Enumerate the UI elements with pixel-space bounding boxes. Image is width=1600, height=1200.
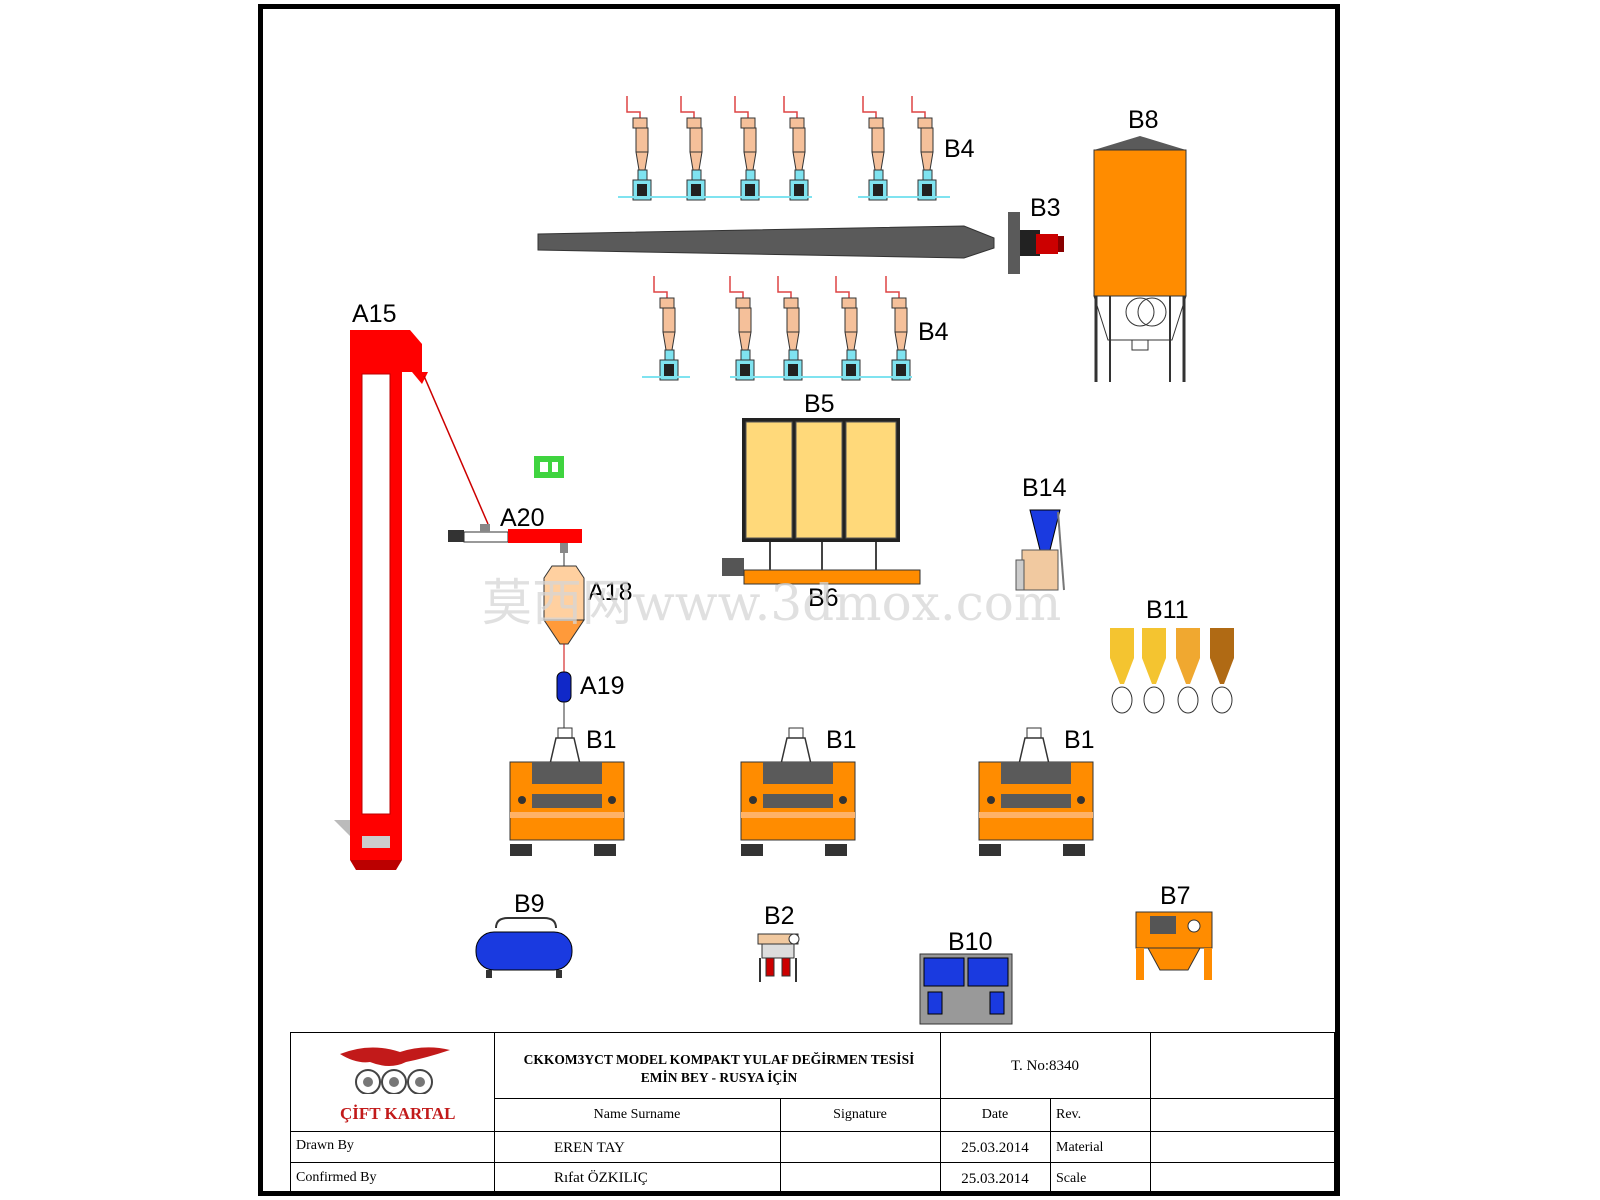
header-date: Date [981, 1107, 1009, 1122]
a18-hopper [543, 553, 585, 672]
b11-bagging-units [1110, 628, 1234, 714]
control-box-icon [534, 456, 564, 478]
drawing-number: T. No:8340 [1010, 1058, 1080, 1074]
row-drawn-by-name: EREN TAY [554, 1140, 625, 1156]
project-title-line1: CKKOM3YCT MODEL KOMPAKT YULAF DEĞİRMEN T… [523, 1052, 915, 1067]
label-b1-left: B1 [586, 726, 617, 754]
title-block-border [290, 1032, 1335, 1194]
b5-plansifter [742, 418, 900, 542]
b8-silo [1093, 136, 1187, 382]
watermark-text: 莫西网www.3dmox.com [482, 574, 1061, 632]
company-logo [330, 1040, 460, 1095]
company-name: ÇİFT KARTAL [340, 1104, 456, 1123]
label-b14: B14 [1022, 474, 1067, 502]
label-b9: B9 [514, 890, 545, 918]
label-b2: B2 [764, 902, 795, 930]
header-rev: Rev. [1056, 1107, 1082, 1122]
row-confirmed-by-date: 25.03.2014 [961, 1171, 1029, 1187]
header-signature: Signature [833, 1107, 887, 1122]
label-b3: B3 [1030, 194, 1061, 222]
project-title-line2: EMİN BEY - RUSYA İÇİN [640, 1070, 798, 1085]
row-drawn-by-label: Drawn By [296, 1138, 354, 1153]
b3-duct-fan [537, 212, 1064, 274]
row-material-label: Material [1056, 1140, 1104, 1155]
label-a19: A19 [580, 672, 624, 700]
label-b1-right: B1 [1064, 726, 1095, 754]
label-a18: A18 [588, 578, 632, 606]
title-block: ÇİFT KARTAL CKKOM3YCT MODEL KOMPAKT YULA… [290, 1032, 1335, 1194]
b9-compressor-tank [475, 917, 573, 978]
label-b11: B11 [1146, 596, 1189, 624]
cyclone-group-top [618, 95, 950, 201]
row-scale-label: Scale [1056, 1171, 1087, 1186]
label-a20: A20 [500, 504, 544, 532]
label-b5: B5 [804, 390, 835, 418]
row-confirmed-by-label: Confirmed By [296, 1170, 377, 1185]
a15-bucket-elevator [334, 330, 489, 870]
label-b8: B8 [1128, 106, 1159, 134]
b6-conveyor [722, 542, 921, 585]
label-b7: B7 [1160, 882, 1191, 910]
b1-roller-mill [509, 727, 625, 856]
label-b4-top: B4 [944, 135, 975, 163]
header-name-surname: Name Surname [593, 1107, 681, 1122]
b10-control-panel [919, 953, 1013, 1025]
row-drawn-by-date: 25.03.2014 [961, 1140, 1029, 1156]
label-a15: A15 [352, 300, 396, 328]
label-b6: B6 [808, 584, 839, 612]
b2-machine [757, 933, 800, 982]
label-b10: B10 [948, 928, 992, 956]
a19-magnet [556, 671, 572, 728]
a20-screw-conveyor [448, 524, 582, 553]
row-confirmed-by-name: Rıfat ÖZKILIÇ [554, 1170, 648, 1186]
label-b4-bottom: B4 [918, 318, 949, 346]
label-b1-mid: B1 [826, 726, 857, 754]
cyclone-group-bottom [642, 275, 912, 381]
b14-machine [1015, 509, 1065, 591]
b7-machine [1135, 911, 1213, 980]
